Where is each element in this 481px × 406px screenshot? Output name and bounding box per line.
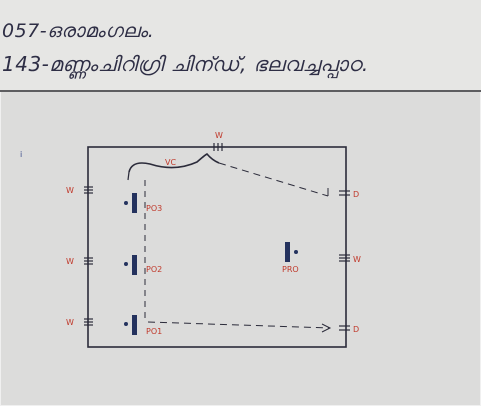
- right-window-middle: [339, 254, 350, 262]
- dashed-link-top: [218, 162, 329, 197]
- floor-plan-diagram: i W VC W W W D W: [20, 131, 361, 348]
- right-window-middle-label: W: [353, 255, 361, 264]
- pillar-po3-label: PO3: [146, 204, 162, 213]
- left-window-2: [84, 257, 93, 265]
- left-window-3: [84, 318, 93, 326]
- dashed-link-bottom: [147, 321, 331, 329]
- wiring-arc: [128, 153, 220, 173]
- pillar-pro-label: PRO: [282, 265, 299, 274]
- left-window-3-label: W: [66, 318, 74, 327]
- pillar-po3: [124, 193, 137, 213]
- pillar-po2: [124, 255, 137, 275]
- left-window-1: [84, 186, 93, 194]
- pillar-po1: [124, 315, 137, 335]
- note-line-2: 143-മണ്ണംചിറിഗ്രി ചിന്ഡ്, ഭലവച്ചപ്പാഠ.: [2, 52, 369, 76]
- right-door-top-label: D: [353, 190, 359, 199]
- left-window-1-label: W: [66, 186, 74, 195]
- note-line-1: 057-ഒരാമംഗലം.: [2, 20, 155, 42]
- room-outline: [87, 146, 347, 348]
- top-window-label: W: [215, 131, 223, 140]
- arc-label: VC: [165, 158, 176, 167]
- pillar-pro: [285, 242, 298, 262]
- pillar-po1-label: PO1: [146, 327, 162, 336]
- margin-mark: i: [20, 150, 22, 159]
- notes-header: [0, 0, 481, 92]
- left-window-2-label: W: [66, 257, 74, 266]
- right-door-top: [339, 190, 350, 196]
- ruled-line: [0, 90, 481, 92]
- right-door-bottom-label: D: [353, 325, 359, 334]
- pillar-po2-label: PO2: [146, 265, 162, 274]
- right-door-bottom: [339, 325, 350, 331]
